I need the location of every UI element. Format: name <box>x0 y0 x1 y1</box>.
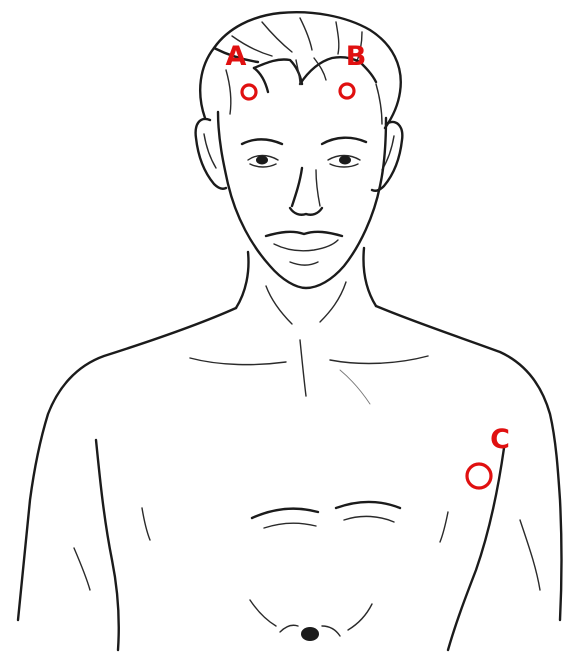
mouth <box>266 232 342 265</box>
marker-b-circle <box>340 84 354 98</box>
nose <box>290 168 322 215</box>
marker-c-circle <box>467 464 491 488</box>
marker-a-circle <box>242 85 256 99</box>
marker-b-label: B <box>346 41 367 72</box>
marker-c-label: C <box>490 424 510 455</box>
eyes <box>248 156 360 168</box>
marker-b: B <box>340 41 366 98</box>
chest-lines <box>190 340 428 528</box>
face-outline <box>218 112 386 288</box>
abdomen <box>250 600 372 641</box>
brows <box>242 138 366 144</box>
torso-outline <box>18 306 562 650</box>
neck <box>236 248 376 324</box>
marker-a-label: A <box>226 41 247 72</box>
